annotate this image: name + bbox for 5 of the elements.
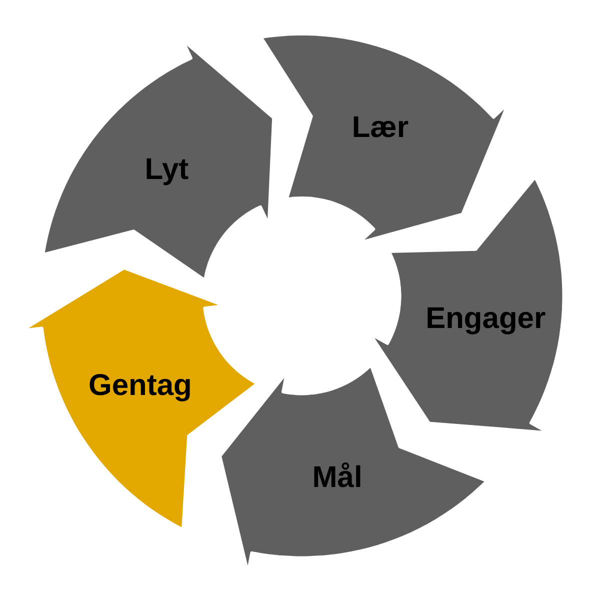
segment-label: Mål	[312, 462, 362, 493]
segment-label: Gentag	[88, 370, 192, 401]
segment-label: Lær	[352, 113, 408, 144]
segment-label: Lyt	[144, 154, 189, 185]
segment-label: Engager	[426, 304, 546, 334]
